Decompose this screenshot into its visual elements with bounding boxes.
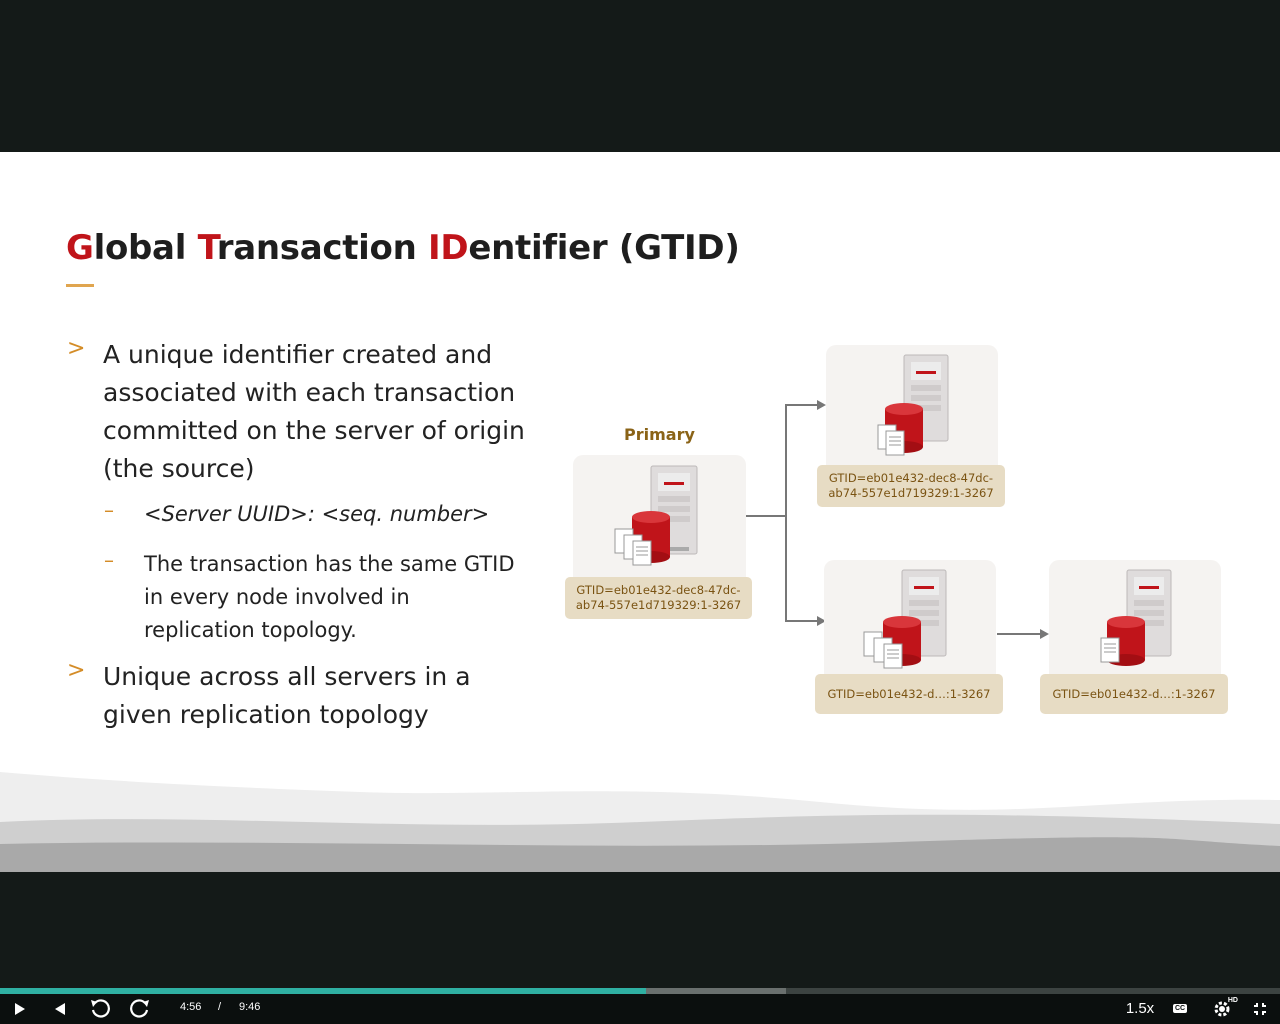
sub-bullet-2: – The transaction has the same GTID in e… (104, 548, 544, 648)
slide: Global Transaction IDentifier (GTID) > A… (0, 152, 1280, 872)
exit-fullscreen-button[interactable] (1250, 999, 1270, 1019)
previous-icon (55, 1003, 65, 1015)
title-letters-id: ID (428, 228, 469, 268)
replica-node: GTID=eb01e432-dec8-47dc-ab74-557e1d71932… (817, 345, 1005, 507)
bullet-2: > Unique across all servers in a given r… (67, 658, 547, 738)
arrow-right-icon (817, 400, 826, 410)
title-part: entifier (GTID) (468, 228, 740, 268)
primary-node: GTID=eb01e432-dec8-47dc-ab74-557e1d71932… (565, 455, 752, 619)
gtid-label: GTID=eb01e432-dec8-47dc-ab74-557e1d71932… (565, 577, 752, 619)
bullet-text: Unique across all servers in a given rep… (103, 662, 471, 729)
title-letter-t: T (197, 228, 217, 268)
slide-title: Global Transaction IDentifier (GTID) (66, 228, 740, 268)
bullet-text: A unique identifier created and associat… (103, 340, 525, 483)
primary-label: Primary (624, 425, 695, 444)
server-database-icon (1100, 569, 1172, 666)
bullet-1: > A unique identifier created and associ… (67, 336, 547, 496)
previous-button[interactable] (50, 998, 70, 1020)
connector-line (785, 404, 787, 622)
rewind-icon (91, 999, 110, 1018)
connector-line (997, 633, 1040, 635)
duration: 9:46 (239, 1001, 261, 1013)
title-part: ransaction (216, 228, 429, 268)
play-button[interactable] (10, 998, 30, 1020)
chevron-icon: > (67, 658, 86, 683)
dash-icon: – (104, 498, 114, 522)
connector-line (746, 515, 786, 517)
captions-button[interactable]: CC (1170, 1000, 1190, 1016)
replica-node: GTID=eb01e432-d…:1-3267 (1040, 560, 1228, 714)
arrow-right-icon (1040, 629, 1049, 639)
hd-badge: HD (1227, 997, 1238, 1004)
forward-icon (130, 999, 149, 1018)
title-underline (66, 284, 94, 287)
arrow-right-icon (817, 616, 826, 626)
captions-icon: CC (1172, 1003, 1188, 1013)
progress-played (0, 988, 646, 994)
rewind-button[interactable] (88, 997, 112, 1021)
forward-button[interactable] (128, 997, 152, 1021)
connector-line (785, 404, 818, 406)
play-icon (15, 1003, 25, 1015)
dash-icon: – (104, 548, 114, 572)
server-database-icon (877, 354, 949, 456)
playback-speed-button[interactable]: 1.5x (1125, 999, 1155, 1017)
settings-button[interactable]: HD (1208, 997, 1238, 1021)
server-database-icon (614, 465, 698, 566)
replica-node: GTID=eb01e432-d…:1-3267 (815, 560, 1003, 714)
sub-bullet-text: <Server UUID>: <seq. number> (144, 502, 490, 526)
time-separator: / (218, 1001, 222, 1013)
chevron-icon: > (67, 336, 86, 361)
sub-bullet-1: – <Server UUID>: <seq. number> (104, 498, 544, 532)
server-database-icon (863, 569, 947, 669)
gtid-label: GTID=eb01e432-dec8-47dc-ab74-557e1d71932… (817, 465, 1005, 507)
player-control-bar (0, 988, 1280, 1024)
gtid-label: GTID=eb01e432-d…:1-3267 (1040, 674, 1228, 714)
title-letter-g: G (66, 228, 94, 268)
gtid-label: GTID=eb01e432-d…:1-3267 (815, 674, 1003, 714)
connector-line (785, 620, 818, 622)
current-time: 4:56 (180, 1001, 202, 1013)
exit-fullscreen-icon (1254, 1003, 1266, 1015)
landscape-footer-decoration (0, 772, 1280, 872)
title-part: lobal (93, 228, 198, 268)
sub-bullet-text: The transaction has the same GTID in eve… (144, 552, 515, 642)
gear-icon (1214, 1001, 1230, 1017)
